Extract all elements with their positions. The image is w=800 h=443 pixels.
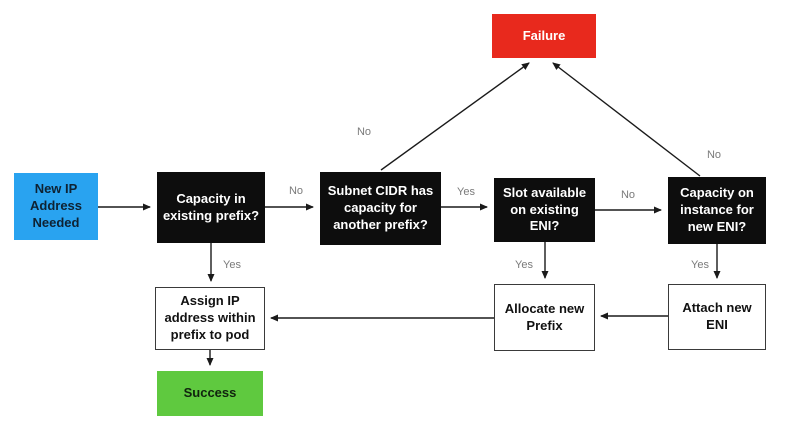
edge-label-q2-yes: Yes xyxy=(457,186,475,198)
arrow-q4-no-to-failure xyxy=(552,62,701,177)
start-node-new-ip-needed: New IP Address Needed xyxy=(14,173,98,240)
success-node: Success xyxy=(157,371,263,416)
edge-label-q1-no: No xyxy=(288,185,304,197)
edge-label-q4-no: No xyxy=(706,149,722,161)
process-allocate-new-prefix: Allocate new Prefix xyxy=(494,284,595,351)
decision-capacity-existing-prefix: Capacity in existing prefix? xyxy=(157,172,265,243)
failure-node: Failure xyxy=(492,14,596,58)
decision-subnet-cidr-capacity: Subnet CIDR has capacity for another pre… xyxy=(320,172,441,245)
edge-label-q4-yes: Yes xyxy=(691,259,709,271)
process-assign-ip-to-pod: Assign IP address within prefix to pod xyxy=(155,287,265,350)
edge-label-q2-no: No xyxy=(356,126,372,138)
arrow-q2-no-to-failure xyxy=(380,62,530,171)
decision-slot-available-eni: Slot available on existing ENI? xyxy=(494,178,595,242)
edge-label-q3-no: No xyxy=(620,189,636,201)
edge-label-q3-yes: Yes xyxy=(515,259,533,271)
decision-capacity-new-eni: Capacity on instance for new ENI? xyxy=(668,177,766,244)
process-attach-new-eni: Attach new ENI xyxy=(668,284,766,350)
edge-label-q1-yes: Yes xyxy=(223,259,241,271)
